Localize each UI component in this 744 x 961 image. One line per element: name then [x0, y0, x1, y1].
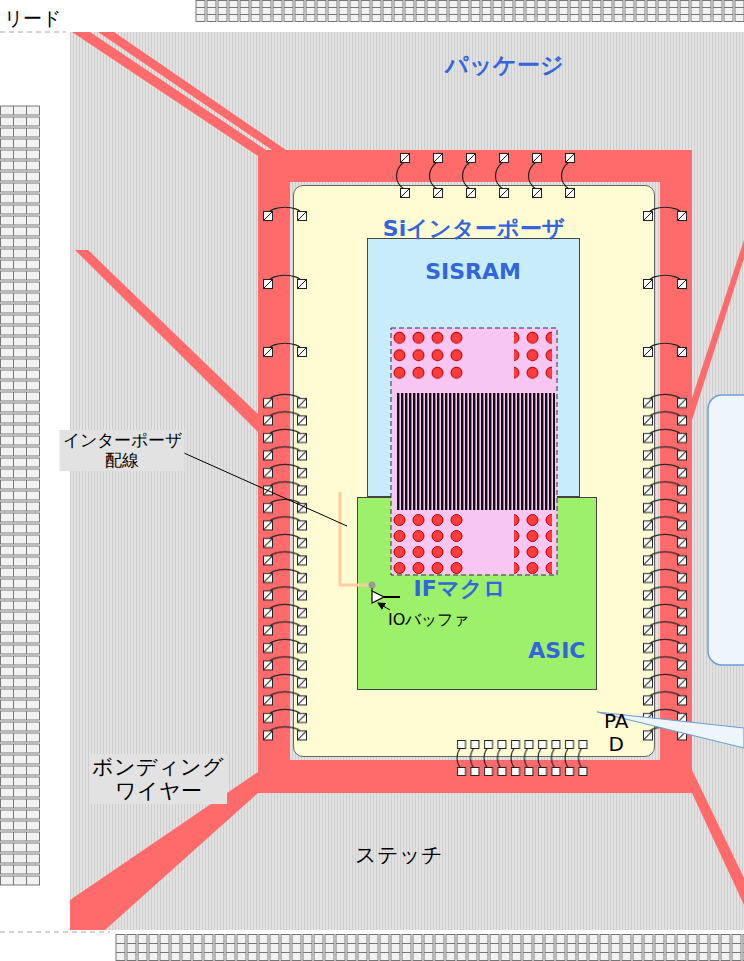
leader-line	[378, 603, 390, 610]
interposer-box: Siインターポーザ SISRAM IFマクロ ASIC	[293, 185, 655, 757]
via-dot	[368, 581, 375, 588]
sram-title: SISRAM	[368, 259, 579, 284]
bond-wires	[388, 150, 586, 202]
bond-wires	[640, 205, 700, 409]
left-leads	[0, 105, 40, 886]
part-label: PA D	[604, 710, 628, 756]
connection-lines	[397, 393, 555, 510]
stitch-ring	[258, 150, 692, 793]
io-wire	[384, 596, 400, 598]
micro-bumps	[390, 329, 466, 381]
sram-chip: SISRAM	[367, 238, 580, 497]
io-buffer-symbol	[372, 591, 384, 603]
micro-bumps	[390, 512, 466, 574]
micro-bumps	[514, 329, 552, 381]
bottom-leads	[115, 934, 744, 961]
callout-box	[708, 395, 744, 665]
io-wire	[371, 588, 372, 591]
chip-title: ASIC	[528, 638, 585, 663]
part-label: IOバッファ	[388, 611, 469, 629]
dashed-line	[0, 32, 66, 33]
bond-wires	[455, 738, 590, 778]
package-title: パッケージ	[445, 52, 564, 78]
red-trace	[692, 240, 744, 420]
asic-chip: IFマクロ ASIC	[357, 497, 597, 690]
part-label: リード	[4, 8, 61, 30]
red-trace	[98, 32, 286, 150]
interposer-title: Siインターポーザ	[294, 216, 654, 241]
red-trace	[72, 32, 266, 156]
part-label: ボンディング ワイヤー	[89, 754, 227, 804]
dashed-line	[0, 932, 110, 933]
bond-wires	[258, 205, 318, 409]
part-label: インターポーザ 配線	[60, 430, 185, 471]
block-name: IFマクロ	[414, 576, 506, 601]
interposer-wire	[340, 492, 369, 585]
part-label: ステッチ	[355, 843, 443, 867]
bump-region	[391, 328, 557, 575]
micro-bumps	[514, 512, 552, 574]
red-trace	[692, 770, 744, 905]
leader-line	[184, 453, 347, 526]
red-trace	[75, 250, 262, 432]
bond-wires	[258, 392, 318, 742]
bond-wires	[640, 392, 700, 742]
top-leads	[195, 0, 744, 22]
